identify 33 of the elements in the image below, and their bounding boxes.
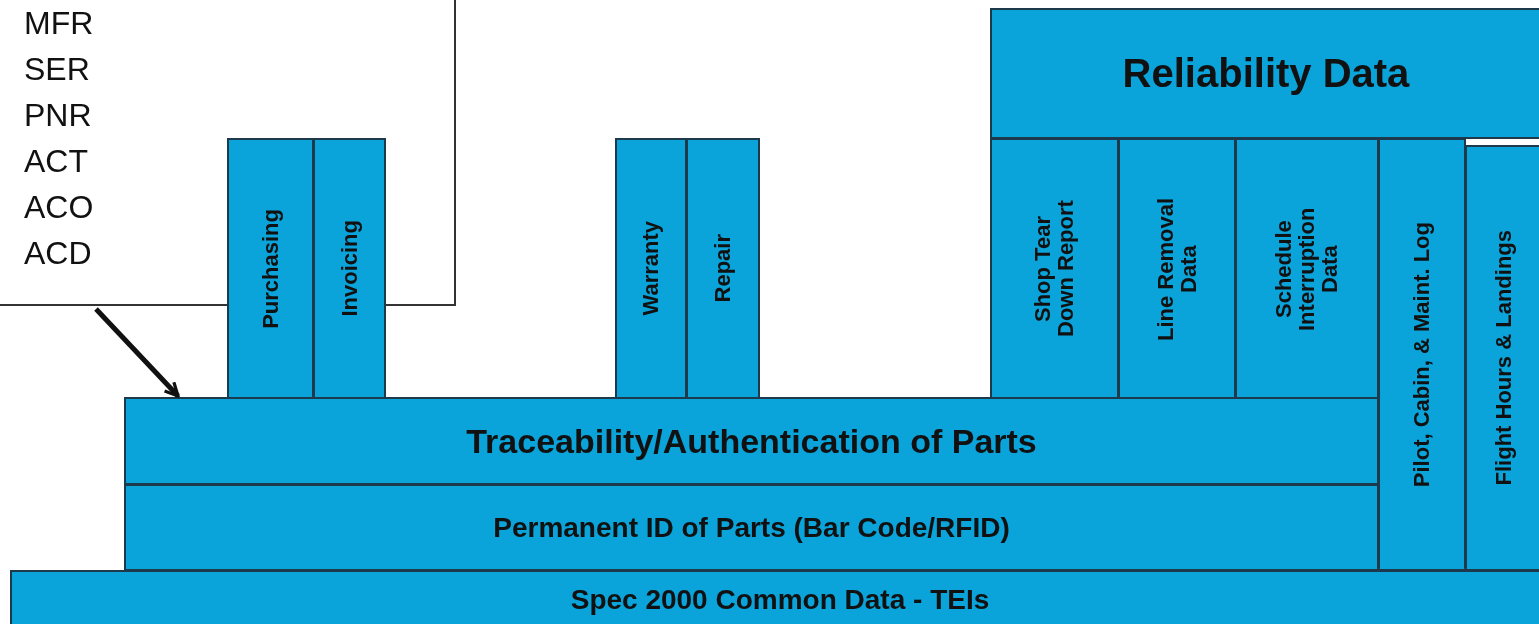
code-label: SER bbox=[24, 50, 90, 89]
block-label: Flight Hours & Landings bbox=[1492, 230, 1516, 486]
block-label: Schedule Interruption Data bbox=[1272, 205, 1342, 333]
arrow bbox=[94, 307, 180, 398]
vertical-data-block bbox=[615, 138, 687, 399]
vertical-data-block bbox=[227, 138, 314, 399]
block-label: Shop Tear Down Report bbox=[1031, 199, 1078, 339]
vertical-data-block bbox=[1118, 138, 1236, 399]
vertical-data-block bbox=[1378, 138, 1466, 571]
code-label: PNR bbox=[24, 96, 92, 135]
code-label: ACO bbox=[24, 188, 94, 227]
block-label: Warranty bbox=[639, 221, 663, 316]
layer-block bbox=[124, 484, 1379, 571]
vertical-data-block bbox=[1235, 138, 1379, 399]
block-label: Reliability Data bbox=[1122, 51, 1410, 96]
code-label: ACT bbox=[24, 142, 88, 181]
code-label: ACD bbox=[24, 234, 92, 273]
block-label: Permanent ID of Parts (Bar Code/RFID) bbox=[493, 511, 1010, 544]
layer-block bbox=[10, 570, 1539, 624]
block-label: Line Removal Data bbox=[1153, 196, 1201, 343]
block-label: Repair bbox=[711, 234, 735, 303]
vertical-data-block bbox=[1465, 145, 1539, 571]
vertical-data-block bbox=[686, 138, 760, 399]
block-label: Pilot, Cabin, & Maint. Log bbox=[1410, 221, 1434, 488]
layer-block bbox=[990, 8, 1539, 139]
block-label: Invoicing bbox=[337, 220, 362, 317]
code-label: MFR bbox=[24, 4, 94, 43]
block-label: Purchasing bbox=[258, 208, 283, 329]
layer-block bbox=[124, 397, 1379, 485]
block-label: Traceability/Authentication of Parts bbox=[466, 421, 1037, 461]
block-label: Spec 2000 Common Data - TEIs bbox=[570, 584, 990, 616]
vertical-data-block bbox=[990, 138, 1119, 399]
vertical-data-block bbox=[313, 138, 386, 399]
